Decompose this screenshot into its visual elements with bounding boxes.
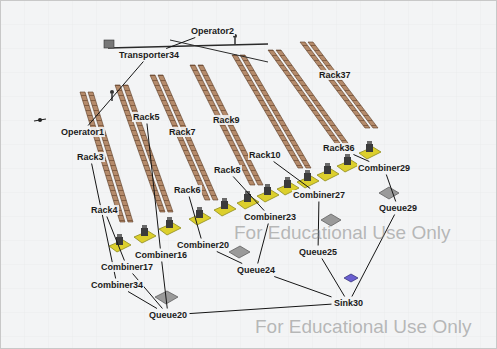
flow-connector: [353, 155, 369, 162]
flow-connector: [274, 162, 311, 189]
flow-connector: [322, 259, 345, 297]
object-name: Rack9: [213, 115, 240, 125]
object-name: Rack36: [323, 143, 355, 153]
model-object-label: Sink30: [333, 298, 364, 308]
model-object-label: Rack3: [76, 152, 105, 162]
flow-connector: [162, 262, 167, 309]
object-name: Operator2: [191, 26, 234, 36]
object-name: Operator1: [61, 127, 104, 137]
object-name: Combiner17: [101, 262, 153, 272]
model-object-label: Rack4: [90, 205, 119, 215]
object-name: Rack8: [214, 165, 241, 175]
rack-shelves: [80, 42, 378, 222]
watermark-text: For Educational Use Only: [234, 222, 451, 244]
model-object-label: Combiner20: [176, 240, 230, 250]
model-object-label: Operator2: [190, 26, 235, 36]
object-name: Queue24: [237, 265, 275, 275]
object-name: Combiner20: [177, 240, 229, 250]
object-name: Queue25: [299, 247, 337, 257]
model-object-label: Queue29: [378, 203, 418, 213]
object-name: Rack4: [91, 205, 118, 215]
model-object-label: Rack6: [173, 185, 202, 195]
object-name: Transporter34: [119, 50, 179, 60]
flow-connector: [147, 124, 160, 249]
flow-connector: [233, 177, 264, 211]
model-object-label: Rack36: [322, 143, 356, 153]
object-name: Rack3: [77, 152, 104, 162]
object-name: Sink30: [334, 298, 363, 308]
object-name: Rack10: [249, 150, 281, 160]
model-object-label: Combiner34: [90, 280, 144, 290]
object-name: Rack7: [169, 127, 196, 137]
model-object-label: Queue20: [148, 310, 188, 320]
object-name: Combiner29: [358, 163, 410, 173]
model-object-label: Rack9: [212, 115, 241, 125]
object-name: Combiner27: [293, 190, 345, 200]
flow-connector: [128, 292, 157, 309]
object-name: Rack6: [174, 185, 201, 195]
model-object-label: Rack37: [318, 70, 352, 80]
object-name: Combiner16: [135, 250, 187, 260]
watermark-text: For Educational Use Only: [255, 316, 472, 338]
model-object-label: Rack5: [132, 112, 161, 122]
model-object-label: Transporter34: [118, 50, 180, 60]
object-name: Queue20: [149, 310, 187, 320]
travel-path: [108, 40, 268, 62]
model-object-label: Combiner29: [357, 163, 411, 173]
model-object-label: Operator1: [60, 127, 105, 137]
model-object-label: Queue25: [298, 247, 338, 257]
flow-connector: [386, 175, 395, 202]
object-name: Rack37: [319, 70, 351, 80]
flow-connector: [107, 217, 125, 261]
model-object-label: Rack7: [168, 127, 197, 137]
flow-connector: [190, 304, 332, 313]
flow-connector: [133, 274, 163, 309]
flow-connector: [217, 252, 242, 264]
object-name: Rack5: [133, 112, 160, 122]
object-name: Combiner23: [244, 212, 296, 222]
model-object-label: Queue24: [236, 265, 276, 275]
flow-connector: [166, 38, 195, 49]
model-object-label: Combiner23: [243, 212, 297, 222]
flow-connector: [189, 197, 201, 239]
object-name: Combiner34: [91, 280, 143, 290]
model-object-label: Rack8: [213, 165, 242, 175]
flow-connector: [274, 277, 331, 297]
model-object-label: Combiner27: [292, 190, 346, 200]
object-name: Queue29: [379, 203, 417, 213]
model-object-label: Combiner17: [100, 262, 154, 272]
operator-figures: [34, 34, 237, 122]
queue-pads: [155, 187, 399, 304]
model-object-label: Rack10: [248, 150, 282, 160]
model-object-label: Combiner16: [134, 250, 188, 260]
sink-block: [344, 274, 358, 282]
